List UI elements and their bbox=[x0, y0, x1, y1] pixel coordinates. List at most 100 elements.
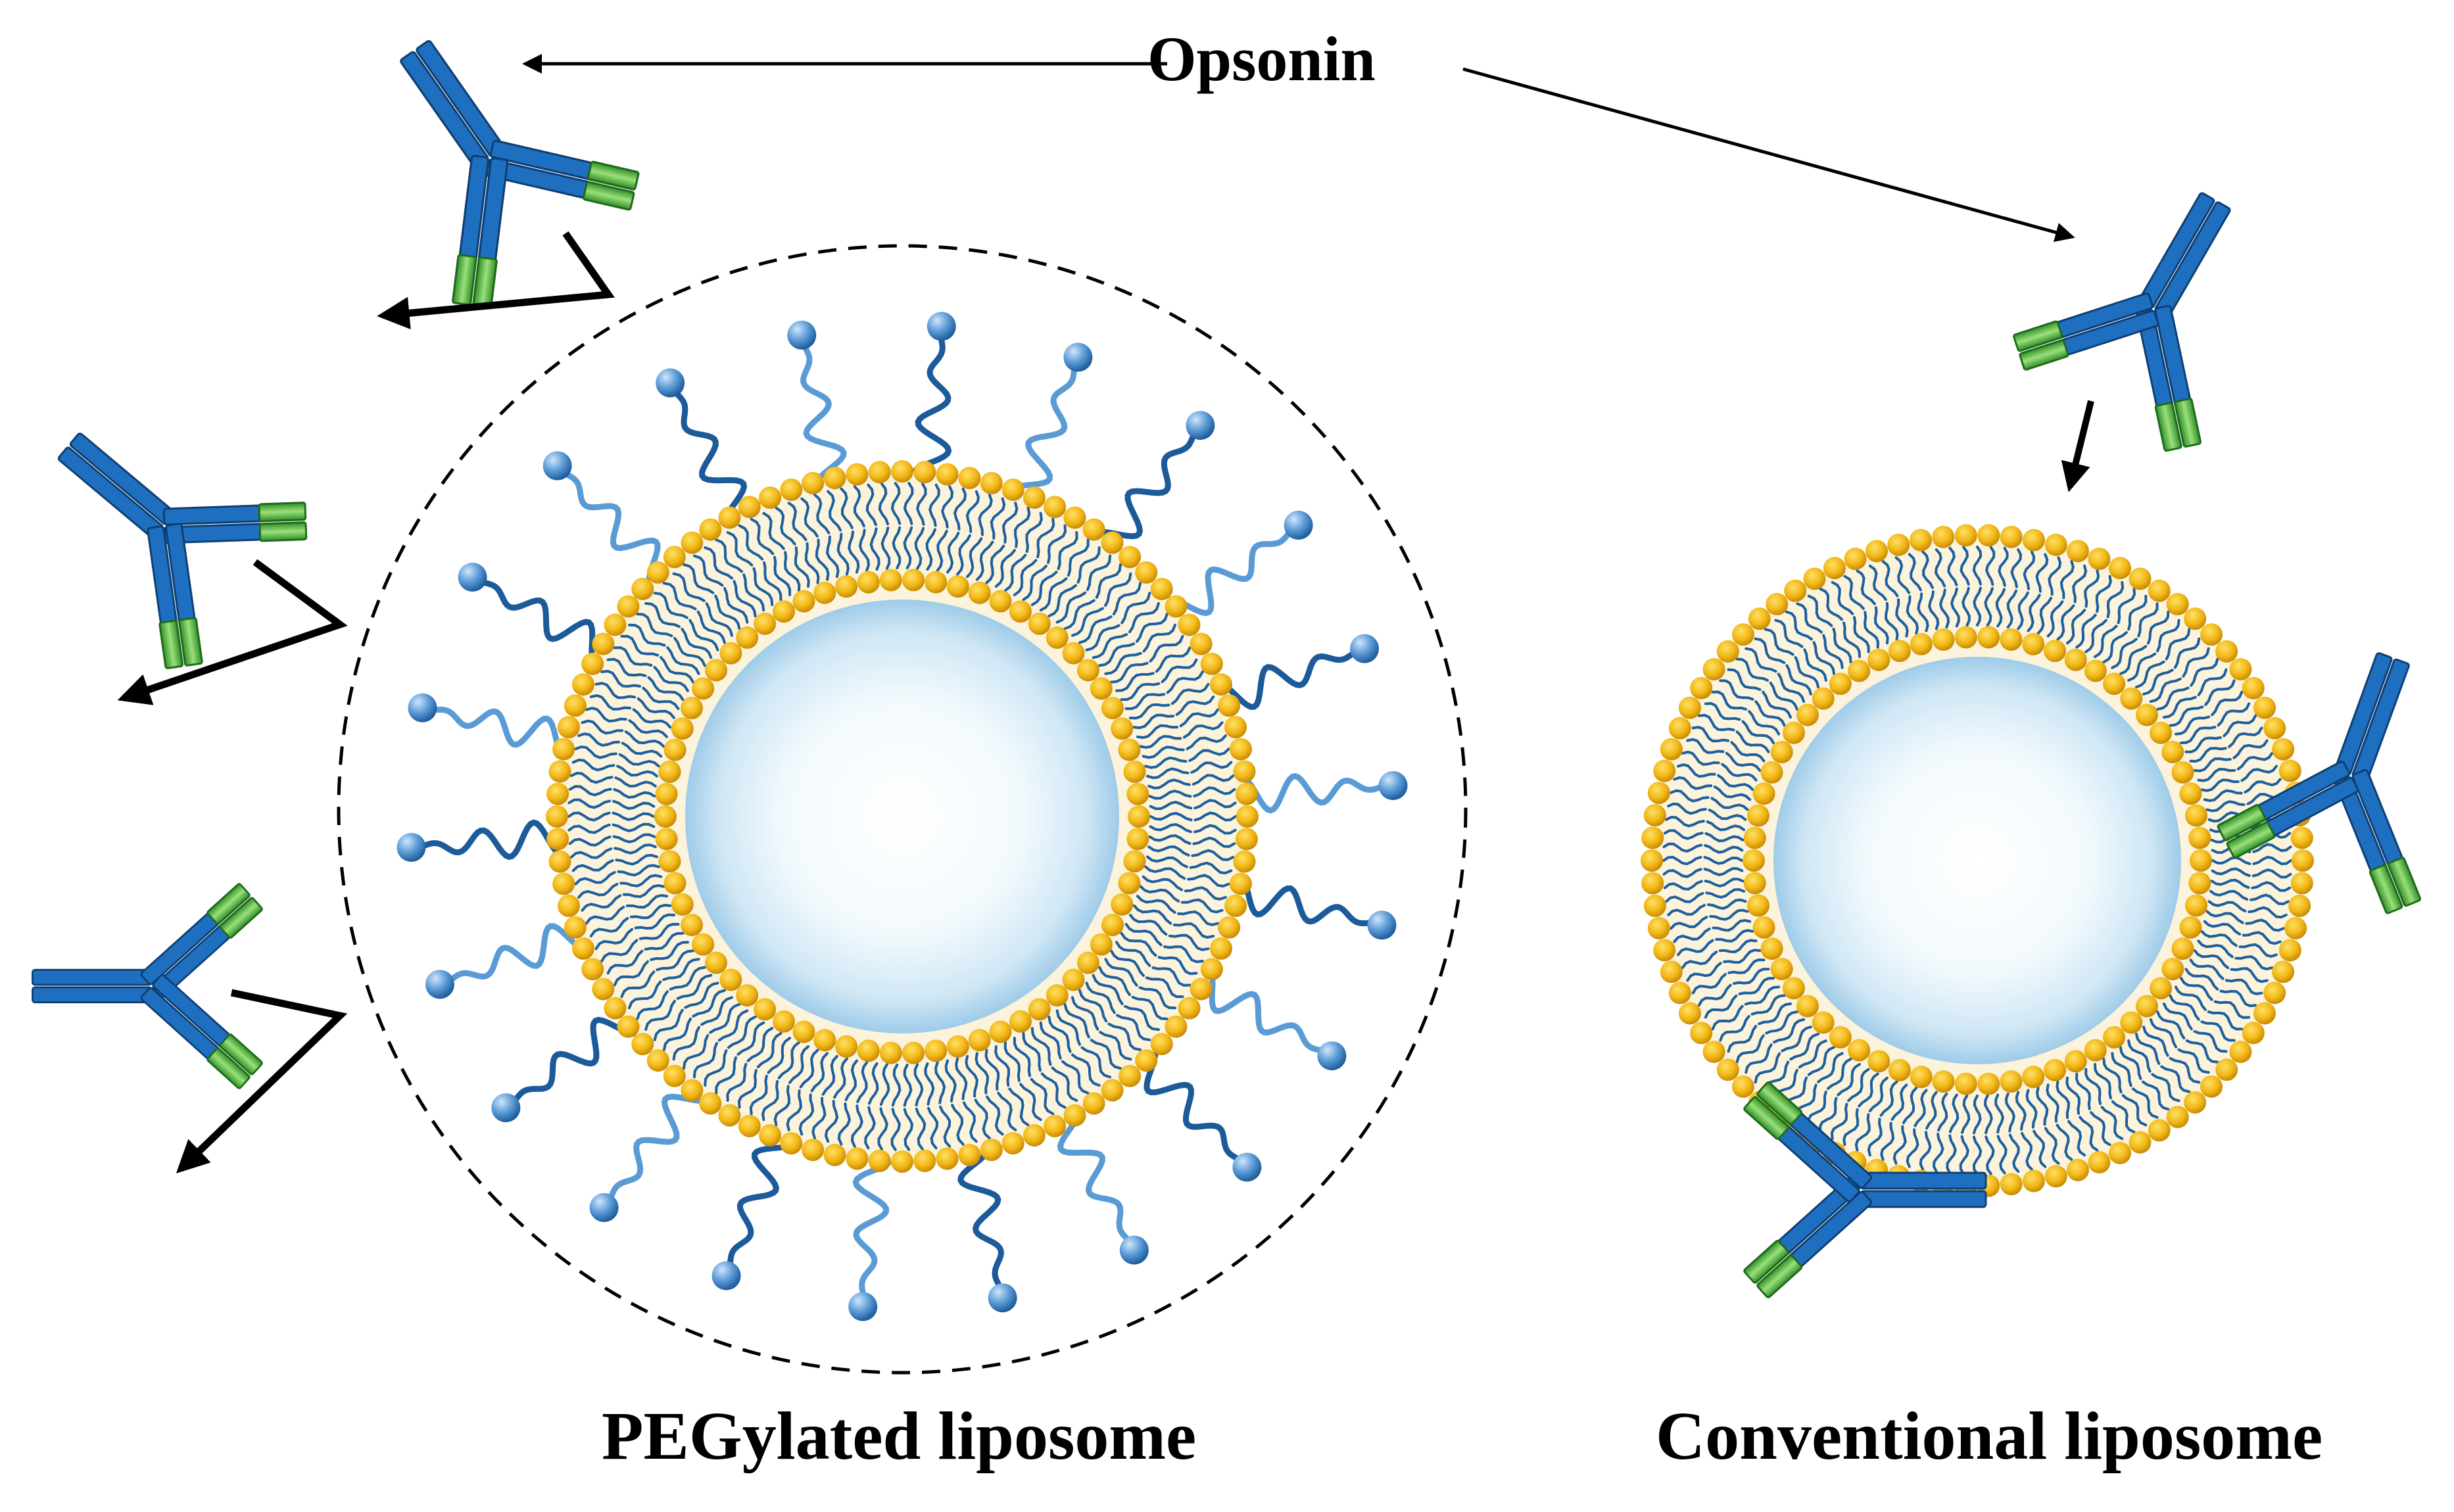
lipid-head-outer bbox=[2278, 939, 2301, 962]
lipid-head-inner bbox=[835, 575, 858, 598]
lipid-tail bbox=[1879, 1080, 1898, 1117]
lipid-head-inner bbox=[1118, 738, 1141, 761]
lipid-head-inner bbox=[989, 1020, 1012, 1043]
lipid-head-outer bbox=[2148, 1119, 2171, 1142]
lipid-heads bbox=[546, 460, 1259, 1173]
lipid-tail bbox=[1146, 767, 1190, 780]
lipid-tail bbox=[1189, 861, 1233, 875]
lipid-tail bbox=[2084, 619, 2107, 653]
lipid-head-outer bbox=[2229, 1040, 2252, 1063]
lipid-tail bbox=[2173, 637, 2201, 669]
lipid-tail bbox=[2056, 1080, 2070, 1120]
lipid-tail bbox=[761, 1080, 779, 1122]
lipid-tail bbox=[1812, 641, 1836, 675]
lipid-tail bbox=[2094, 1063, 2112, 1100]
lipid-head-inner bbox=[1111, 717, 1134, 740]
lipid-tail bbox=[903, 1063, 913, 1107]
lipid-tail bbox=[692, 554, 724, 587]
lipid-tail bbox=[620, 634, 660, 657]
lipid-tail bbox=[2232, 739, 2269, 759]
lipid-head-outer bbox=[1954, 524, 1977, 547]
lipid-tails bbox=[567, 482, 1237, 1151]
lipid-tail bbox=[2066, 609, 2086, 645]
lipid-head-inner bbox=[857, 1039, 880, 1062]
lipid-tail bbox=[1932, 1133, 1944, 1173]
lipid-head-outer bbox=[1224, 894, 1247, 917]
lipid-tail bbox=[644, 932, 685, 951]
lipid-tail bbox=[2211, 690, 2244, 717]
lipid-head-outer bbox=[980, 1139, 1003, 1162]
lipid-tail bbox=[1750, 994, 1786, 1016]
antibody-icon bbox=[400, 39, 640, 308]
lipid-tail bbox=[813, 493, 830, 534]
lipid-head-outer bbox=[802, 1139, 825, 1162]
lipid-tail bbox=[1177, 910, 1220, 926]
lipid-tail bbox=[644, 999, 676, 1031]
lipid-tail bbox=[2223, 714, 2257, 738]
lipid-tail bbox=[1061, 1060, 1090, 1095]
lipid-head-outer bbox=[1150, 577, 1173, 600]
lipid-tail bbox=[567, 823, 611, 834]
lipid-tail bbox=[1186, 734, 1227, 751]
lipid-tail bbox=[2111, 1052, 2132, 1087]
lipid-head-outer bbox=[2044, 533, 2067, 556]
lipid-tail bbox=[2035, 1086, 2049, 1126]
lipid-head-inner bbox=[2064, 648, 2087, 671]
lipid-tail bbox=[1854, 1113, 1871, 1152]
lipid-head-outer bbox=[581, 652, 604, 675]
lipid-head-inner bbox=[681, 913, 704, 936]
lipid-tail bbox=[567, 798, 612, 809]
lipid-head-outer bbox=[2263, 981, 2286, 1004]
lipid-head-outer bbox=[546, 805, 568, 828]
lipid-head-inner bbox=[2185, 894, 2208, 917]
lipid-tail bbox=[965, 1054, 978, 1098]
lipid-tail bbox=[1132, 713, 1175, 730]
lipid-tail bbox=[2160, 1065, 2191, 1093]
lipid-head-inner bbox=[1752, 782, 1775, 805]
lipid-tail bbox=[1019, 1083, 1042, 1122]
lipid-head-inner bbox=[671, 717, 694, 740]
lipid-tail bbox=[783, 551, 801, 592]
lipid-tail bbox=[2079, 1116, 2099, 1152]
lipid-head-inner bbox=[1770, 740, 1793, 763]
lipid-tail bbox=[2251, 868, 2292, 879]
lipid-tail bbox=[2119, 645, 2148, 675]
lipid-tail bbox=[1104, 572, 1132, 607]
lipid-tail bbox=[787, 502, 807, 542]
lipid-head-inner bbox=[968, 1029, 991, 1052]
lipid-head-inner bbox=[1752, 916, 1775, 939]
lipid-tail bbox=[1085, 624, 1120, 651]
lipid-head-inner bbox=[1118, 872, 1141, 895]
lipid-head-inner bbox=[692, 933, 715, 956]
lipid-head-inner bbox=[2000, 1070, 2023, 1093]
lipid-tail bbox=[879, 1063, 890, 1106]
lipid-head-outer bbox=[1235, 782, 1258, 805]
lipid-tail bbox=[1928, 590, 1940, 630]
lipid-tail bbox=[656, 949, 694, 972]
lipid-tail bbox=[1040, 1072, 1067, 1109]
lipid-tail bbox=[1191, 774, 1235, 786]
lipid-tail bbox=[2189, 958, 2225, 980]
lipid-tail bbox=[2205, 800, 2246, 813]
lipid-head-inner bbox=[655, 782, 678, 805]
lipid-tail bbox=[1735, 657, 1769, 682]
lipid-head-outer bbox=[2242, 1022, 2265, 1045]
lipid-tail bbox=[1785, 610, 1813, 641]
lipid-head-outer bbox=[1731, 1075, 1754, 1098]
lipid-head-outer bbox=[1784, 579, 1807, 602]
peg-end-ball bbox=[787, 320, 817, 350]
lipid-tail bbox=[585, 707, 627, 723]
lipid-head-outer bbox=[1200, 958, 1223, 981]
peg-end-ball bbox=[1119, 1235, 1149, 1265]
lipid-tail bbox=[636, 990, 669, 1020]
lipid-tail bbox=[2207, 1010, 2244, 1031]
lipid-head-outer bbox=[2000, 1173, 2023, 1196]
lipid-tail bbox=[1192, 836, 1236, 848]
lipid-tail bbox=[1168, 933, 1210, 951]
lipid-head-outer bbox=[646, 1049, 669, 1072]
lipid-tail bbox=[1190, 761, 1233, 774]
lipid-head-outer bbox=[546, 828, 569, 851]
lipid-tail bbox=[844, 1059, 858, 1102]
lipid-head-inner bbox=[1848, 1039, 1871, 1062]
lipid-tail bbox=[1864, 611, 1880, 649]
